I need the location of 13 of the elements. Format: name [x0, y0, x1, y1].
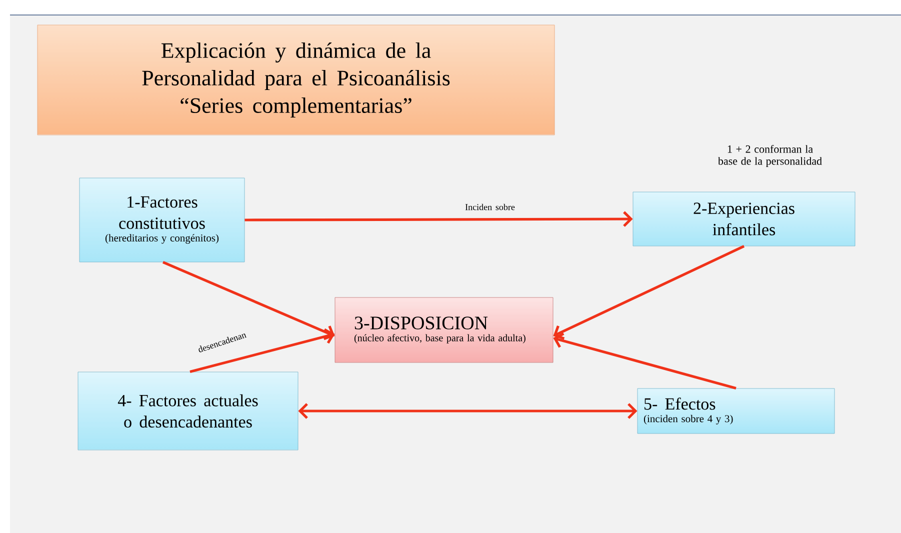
- effects-box: 5- Efectos (inciden sobre 4 y 3): [637, 388, 835, 434]
- arrow: [162, 261, 335, 340]
- factor-box: 4- Factores actuales o desencadenantes: [78, 372, 298, 450]
- arrow: [244, 211, 633, 227]
- arrow: [553, 332, 736, 390]
- title-box: Explicación y dinámica de la Personalidad para el Psicoanálisis “Series complementarias”: [37, 24, 555, 136]
- disposition-box: 3-DISPOSICION (núcleo afectivo, base para la vida adulta): [334, 297, 554, 363]
- factor-box: 2-Experiencias infantiles: [632, 192, 856, 246]
- arrow: [190, 328, 335, 374]
- note: 1 + 2 conforman la base de la personalidad: [718, 144, 822, 168]
- arrow: [553, 245, 745, 340]
- arrow: [298, 403, 638, 419]
- factor-box: 1-Factores constitutivos (hereditarios y congénitos): [79, 178, 245, 262]
